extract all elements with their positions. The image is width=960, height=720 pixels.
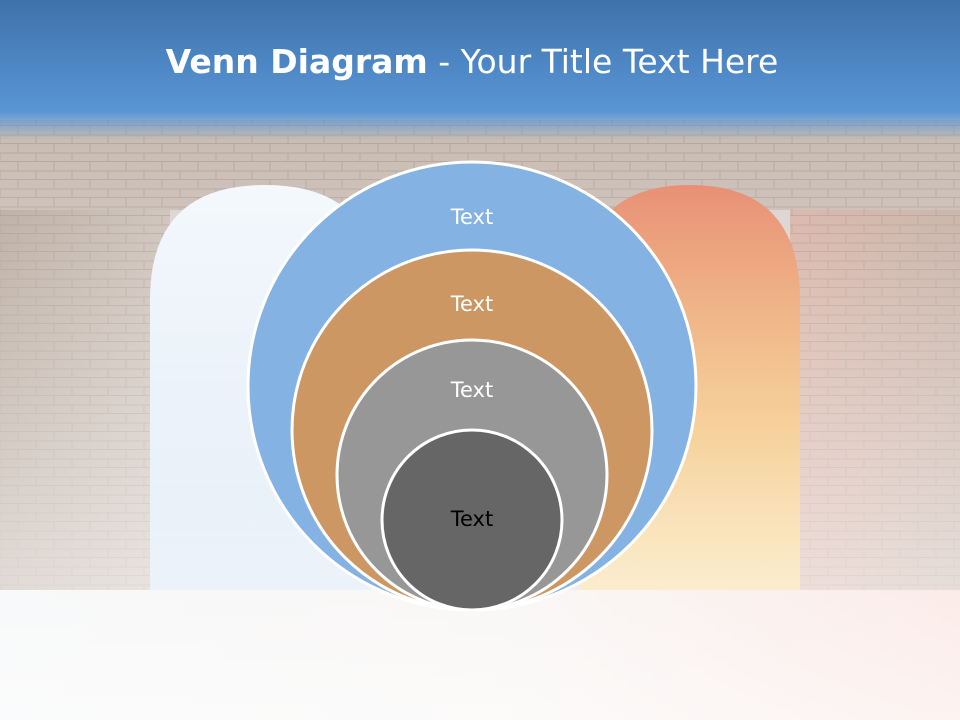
venn-label-3: Text	[450, 378, 493, 402]
slide-title: Venn Diagram - Your Title Text Here	[0, 40, 944, 84]
title-rest: - Your Title Text Here	[427, 42, 779, 81]
venn-circle-4	[380, 428, 564, 612]
title-band	[0, 0, 960, 140]
title-bold: Venn Diagram	[165, 42, 428, 81]
venn-label-2: Text	[450, 292, 493, 316]
venn-label-4: Text	[450, 507, 493, 531]
venn-label-1: Text	[450, 205, 493, 229]
